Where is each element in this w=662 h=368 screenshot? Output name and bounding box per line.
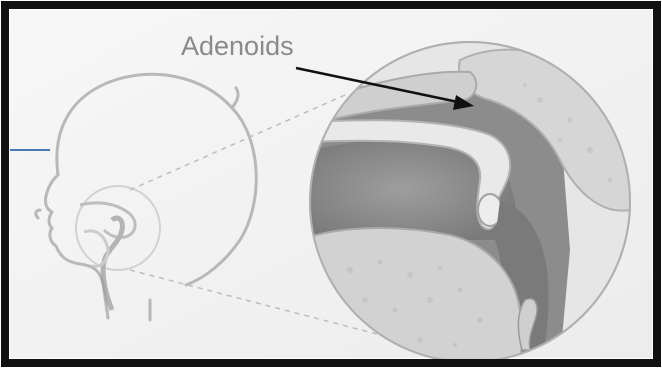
adenoids-label: Adenoids bbox=[181, 31, 294, 61]
